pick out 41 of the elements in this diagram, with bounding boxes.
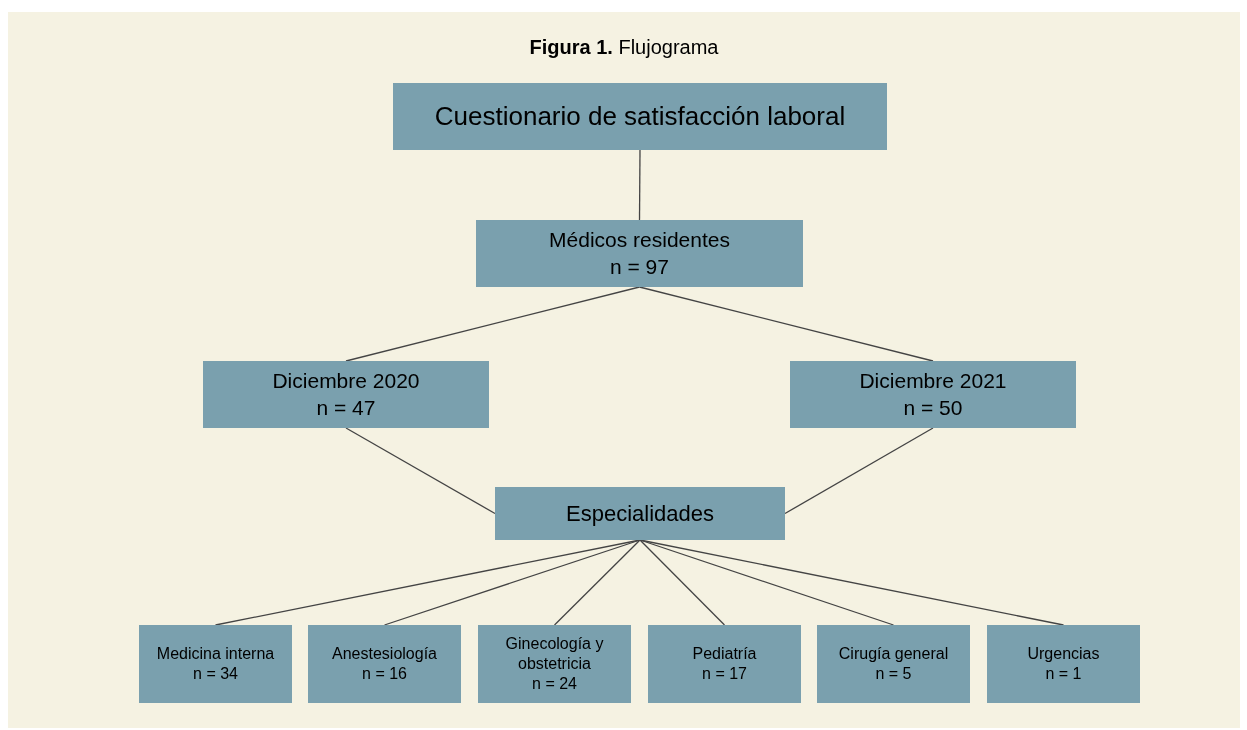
node-text: Medicina interna	[156, 644, 275, 664]
process-box	[817, 625, 970, 703]
connector-line	[553, 539, 641, 626]
process-box	[790, 361, 1076, 428]
node-text: n = 17	[702, 664, 747, 684]
node-text: Diciembre 2021	[859, 368, 1007, 395]
process-box	[476, 220, 803, 287]
process-box	[308, 625, 461, 703]
figure-title: Figura 1. Flujograma	[528, 35, 720, 60]
connector-line	[383, 539, 641, 626]
node-text: n = 47	[316, 394, 376, 421]
node-text: n = 5	[875, 664, 912, 684]
connector-line	[638, 149, 641, 221]
node-text: n = 24	[532, 674, 577, 694]
node-text: n = 1	[1045, 664, 1082, 684]
node-text: n = 16	[362, 664, 407, 684]
node-text: Urgencias	[1027, 644, 1100, 664]
node-text: n = 34	[193, 664, 238, 684]
node-text: Anestesiología	[332, 644, 437, 664]
node-text: n = 50	[903, 394, 963, 421]
connector-line	[784, 427, 934, 515]
node-text: Diciembre 2020	[272, 368, 420, 395]
node-text: Cirugía general	[838, 644, 949, 664]
connector-line	[345, 427, 496, 515]
connector-line	[639, 539, 726, 626]
node-text: Médicos residentes	[549, 227, 730, 254]
process-box	[495, 487, 785, 540]
node-text: Cuestionario de satisfacción laboral	[434, 100, 846, 133]
node-text: n = 97	[610, 253, 669, 280]
process-box	[987, 625, 1140, 703]
connector-line	[638, 286, 934, 362]
connector-line	[639, 539, 895, 626]
process-box	[139, 625, 292, 703]
process-box	[203, 361, 489, 428]
process-box	[648, 625, 801, 703]
node-text: Pediatría	[692, 644, 757, 664]
node-text: Especialidades	[566, 499, 714, 528]
connector-line	[639, 539, 1065, 626]
process-box	[393, 83, 887, 150]
connector-line	[345, 286, 641, 362]
process-box	[478, 625, 631, 703]
